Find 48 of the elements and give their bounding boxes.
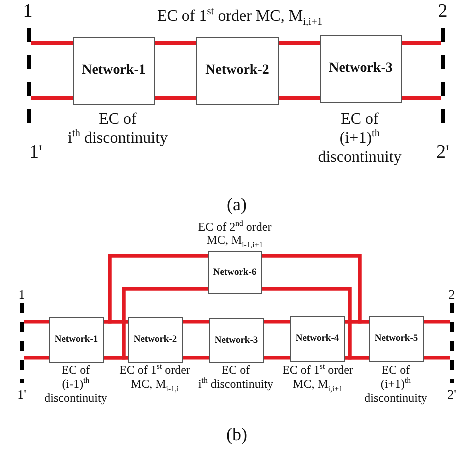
node-caption: EC of 2$^{nd}$ order MC, M$_{i-1,i+1}$ [198, 221, 272, 247]
port-number: 2 [448, 287, 456, 303]
port-number: 1 [18, 287, 26, 303]
wire [424, 356, 450, 360]
node-caption: EC of (i+1)$^{th}$ discontinuity [364, 363, 428, 405]
wire [424, 320, 450, 324]
wire [279, 41, 320, 45]
port-number: 2' [448, 387, 456, 403]
port-number: 1 [23, 1, 33, 23]
port-number: 2 [438, 1, 448, 23]
network-box: Network-1 [49, 317, 104, 363]
node-caption: EC of (i-1)$^{th}$ discontinuity [44, 363, 108, 405]
node-caption: EC of (i+1)$^{th}$ discontinuity [318, 110, 402, 167]
wire [262, 287, 369, 360]
network-box: Network-1 [73, 37, 155, 105]
wire [24, 356, 49, 360]
wire [264, 320, 290, 324]
node-caption: EC of i$^{th}$ discontinuity [68, 110, 168, 148]
wire [155, 41, 196, 45]
wire [402, 96, 441, 100]
wire [24, 320, 49, 324]
network-box: Network-3 [320, 35, 402, 103]
wire [264, 356, 290, 360]
wire [183, 320, 209, 324]
wire [31, 96, 73, 100]
node-caption: EC of 1$^{st}$ order MC, M$_{i-1,i}$ [120, 363, 190, 391]
wire [122, 287, 208, 360]
port-number: 2' [436, 142, 450, 164]
terminal-line [450, 303, 454, 383]
network-box: Network-2 [196, 37, 279, 105]
node-caption: EC of 1$^{st}$ order MC, M$_{i,i+1}$ [282, 363, 354, 391]
network-box: Network-5 [369, 316, 424, 362]
figure-label: (b) [226, 424, 248, 446]
section-heading: EC of 1$^{st}$ order MC, M$_{i,i+1}$ [157, 8, 323, 26]
wire [155, 96, 196, 100]
network-box: Network-4 [290, 316, 345, 362]
port-number: 1' [18, 387, 26, 403]
figure-label: (a) [227, 194, 247, 216]
node-caption: EC of i$^{th}$ discontinuity [198, 363, 274, 391]
terminal-line [20, 303, 24, 383]
network-box: Network-2 [128, 317, 183, 363]
port-number: 1' [30, 142, 42, 164]
network-box: Network-3 [209, 318, 264, 363]
network-box: Network-6 [208, 251, 262, 294]
wire [279, 96, 320, 100]
wire [183, 356, 209, 360]
wire [31, 41, 73, 45]
wire [402, 41, 441, 45]
